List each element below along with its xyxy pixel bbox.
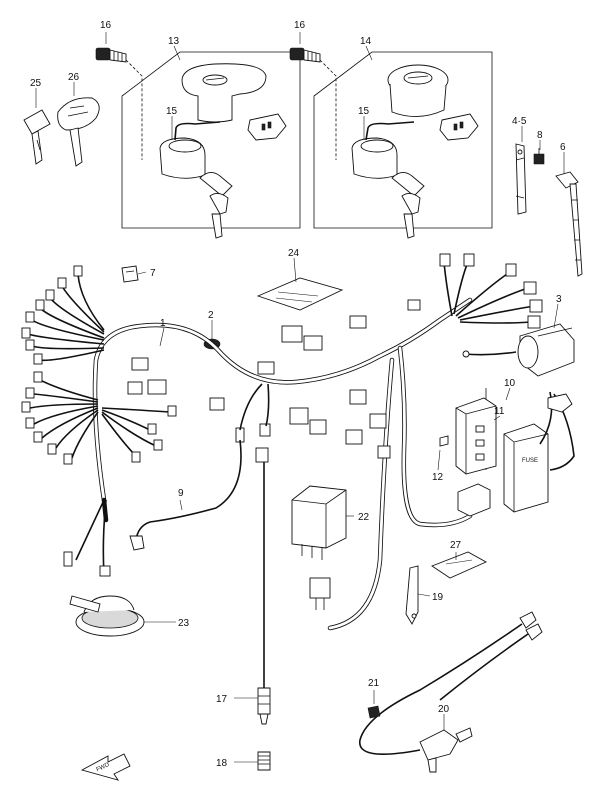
front-direction-label: FWD (96, 762, 112, 773)
ignition-switch-assembly-13 (121, 51, 301, 239)
starter-relay-3 (462, 323, 575, 377)
label-24 (256, 277, 344, 311)
switch-20 (359, 611, 543, 773)
bolt-16-left (95, 47, 143, 160)
callout-25: 25 (30, 78, 42, 89)
bolt-16-right (289, 47, 337, 160)
connector-fan-lower-left (21, 371, 177, 465)
key-blank-25 (23, 109, 51, 165)
clamp-19 (405, 565, 419, 625)
callout-16-left: 16 (100, 20, 112, 31)
connector-fan-right (439, 253, 543, 329)
callout-2: 2 (208, 310, 214, 321)
callout-3: 3 (556, 294, 562, 305)
callout-12: 12 (432, 472, 444, 483)
callout-7: 7 (150, 268, 156, 279)
callout-22: 22 (358, 512, 370, 523)
callout-10: 10 (504, 378, 516, 389)
callout-11: 11 (494, 406, 505, 417)
callout-4-5: 4·5 (512, 116, 527, 127)
callout-18: 18 (216, 758, 228, 769)
clamp-7 (121, 265, 139, 283)
connector-fan-upper-left (21, 265, 105, 365)
fuse-box-10: FUSE (439, 388, 575, 517)
callout-9: 9 (178, 488, 184, 499)
callout-19: 19 (432, 592, 444, 603)
callout-16-right: 16 (294, 20, 306, 31)
callout-8: 8 (537, 130, 543, 141)
connector-18 (257, 751, 271, 771)
callout-20: 20 (438, 704, 450, 715)
relay-22 (291, 485, 347, 610)
callout-27: 27 (450, 540, 462, 551)
callout-23: 23 (178, 618, 190, 629)
ignition-switch-assembly-14 (313, 51, 493, 239)
callout-14: 14 (360, 36, 372, 47)
main-wiring-harness-1 (21, 253, 543, 631)
bolt-8 (533, 148, 545, 165)
callout-21: 21 (368, 678, 380, 689)
leader-lines (35, 32, 565, 763)
callout-1: 1 (160, 318, 166, 329)
lead-17 (257, 462, 271, 725)
key-26 (57, 97, 100, 167)
fuse-label: FUSE (522, 458, 538, 464)
callout-6: 6 (560, 142, 566, 153)
callout-15-left: 15 (166, 106, 178, 117)
callout-17: 17 (216, 694, 228, 705)
horn-23 (69, 595, 145, 637)
label-27 (431, 551, 488, 579)
clamp-4-5 (515, 143, 527, 215)
callout-15-right: 15 (358, 106, 370, 117)
front-direction-arrow: FWD (80, 753, 131, 781)
callout-26: 26 (68, 72, 80, 83)
callout-24: 24 (288, 248, 300, 259)
bolt-21 (367, 705, 381, 719)
lead-wire-9 (129, 439, 242, 551)
callout-numbers: 16 13 16 14 25 26 15 15 4·5 8 6 24 7 3 2… (30, 20, 566, 769)
callout-13: 13 (168, 36, 180, 47)
cable-band-6 (555, 171, 583, 277)
